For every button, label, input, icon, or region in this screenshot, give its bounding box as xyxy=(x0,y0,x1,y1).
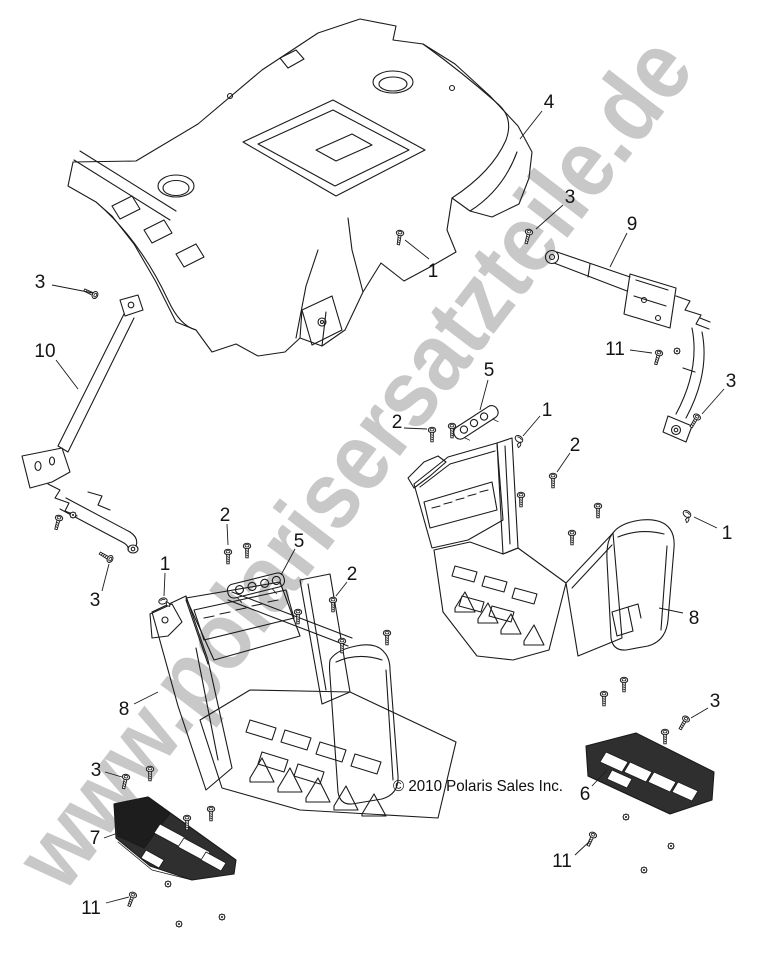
screw xyxy=(676,714,692,732)
callout-leader-line xyxy=(535,204,564,230)
callout-leader-line xyxy=(701,388,725,415)
callout-number-7: 7 xyxy=(90,828,101,849)
callout-leader-line xyxy=(591,769,608,787)
part-mount-plate-right xyxy=(453,405,499,445)
callout-number-11: 11 xyxy=(552,851,572,872)
screw xyxy=(567,529,577,546)
callout-leader-line xyxy=(479,379,489,411)
callout-number-1: 1 xyxy=(428,261,439,282)
callout-number-3: 3 xyxy=(726,371,737,392)
part-side-panel-left xyxy=(330,645,399,804)
callout-leader-line xyxy=(101,563,110,592)
screw xyxy=(619,676,629,693)
flange-nut xyxy=(639,865,649,875)
part-support-bar-right xyxy=(546,251,711,443)
callout-number-3: 3 xyxy=(565,187,576,208)
screw xyxy=(382,629,392,646)
callout-leader-line xyxy=(163,572,166,597)
callout-number-1: 1 xyxy=(160,554,171,575)
callout-number-6: 6 xyxy=(580,784,591,805)
push-clip xyxy=(678,508,694,524)
part-footwell-right xyxy=(408,438,674,660)
screw xyxy=(97,549,115,565)
callout-number-3: 3 xyxy=(710,691,721,712)
part-rear-cab xyxy=(68,19,532,356)
callout-number-10: 10 xyxy=(34,341,55,362)
screw xyxy=(51,513,64,531)
callout-leader-line xyxy=(104,771,123,778)
part-support-bar-left xyxy=(22,295,143,553)
screw xyxy=(124,890,138,908)
screw xyxy=(516,491,526,508)
callout-leader-line xyxy=(658,607,684,614)
flange-nut xyxy=(666,841,676,851)
flange-nut xyxy=(672,346,682,356)
screw xyxy=(548,472,558,489)
callout-number-3: 3 xyxy=(90,590,101,611)
screw xyxy=(584,830,598,848)
callout-leader-line xyxy=(690,707,709,719)
part-mount-plate-left xyxy=(226,572,286,605)
copyright-text: © 2010 Polaris Sales Inc. xyxy=(393,778,563,795)
flange-nut xyxy=(217,912,227,922)
callout-leader-line xyxy=(609,232,628,268)
screw xyxy=(651,348,664,366)
callout-leader-line xyxy=(103,829,127,839)
flange-nut xyxy=(163,879,173,889)
flange-nut xyxy=(174,919,184,929)
callout-number-2: 2 xyxy=(220,505,231,526)
screw xyxy=(599,690,609,707)
flange-nut xyxy=(621,812,631,822)
callout-leader-line xyxy=(105,896,130,904)
callout-number-11: 11 xyxy=(81,898,101,919)
callout-number-2: 2 xyxy=(392,412,403,433)
callout-number-4: 4 xyxy=(544,92,555,113)
callout-leader-line xyxy=(335,581,348,597)
part-footrest-pad-right xyxy=(586,733,714,814)
diagram-line-art xyxy=(22,19,714,880)
callout-number-1: 1 xyxy=(542,400,553,421)
callout-leader-line xyxy=(693,516,718,529)
callout-leader-line xyxy=(55,359,79,390)
callout-leader-line xyxy=(51,284,94,294)
callout-leader-line xyxy=(280,548,296,576)
flange-nut xyxy=(68,510,78,520)
callout-number-5: 5 xyxy=(294,531,305,552)
callout-leader-line xyxy=(133,691,159,705)
callout-leader-line xyxy=(629,349,653,354)
callout-number-2: 2 xyxy=(347,564,358,585)
screw xyxy=(660,728,670,745)
screw xyxy=(82,286,100,300)
callout-number-3: 3 xyxy=(91,760,102,781)
callout-number-11: 11 xyxy=(605,339,625,360)
push-clip xyxy=(510,433,526,449)
callout-number-2: 2 xyxy=(570,435,581,456)
screw xyxy=(394,229,405,246)
callout-number-5: 5 xyxy=(484,360,495,381)
screw xyxy=(206,805,216,822)
callout-number-9: 9 xyxy=(627,214,638,235)
screw xyxy=(593,502,603,519)
callout-leader-line xyxy=(574,840,591,856)
callout-number-3: 3 xyxy=(35,272,46,293)
callout-leader-line xyxy=(522,415,541,437)
part-footrest-pad-left xyxy=(114,797,236,880)
callout-number-8: 8 xyxy=(689,608,700,629)
screw xyxy=(687,412,703,430)
callout-leader-line xyxy=(226,523,229,546)
screw xyxy=(337,637,347,654)
callout-leader-line xyxy=(404,239,430,260)
callout-leader-line xyxy=(519,110,543,140)
callout-leader-line xyxy=(403,427,428,430)
callout-leader-line xyxy=(556,452,571,473)
part-side-panel-right xyxy=(607,520,674,650)
callout-number-1: 1 xyxy=(722,523,733,544)
callout-number-8: 8 xyxy=(119,699,130,720)
